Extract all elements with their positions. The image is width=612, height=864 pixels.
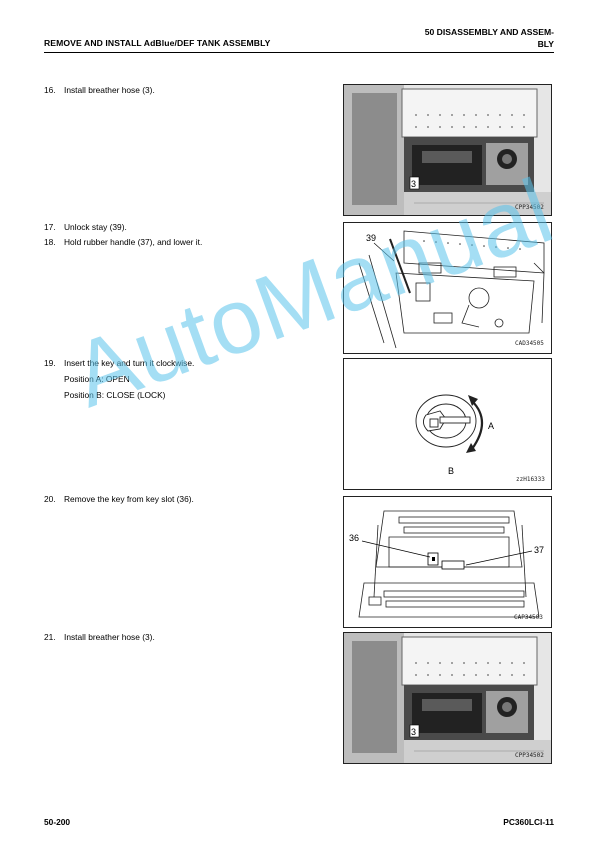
figure-breather-hose-1: 3 CPP34502 xyxy=(343,84,552,216)
figure-stay-handle-art: 39 CAD34505 xyxy=(344,223,551,353)
step-number: 21. xyxy=(44,632,56,642)
header-rule xyxy=(44,52,554,53)
figure-code: CAD34505 xyxy=(515,340,544,347)
figure-code: zzH16333 xyxy=(516,476,545,483)
figure-key-slot: 36 37 CAP34503 xyxy=(343,496,552,628)
step-number: 19. xyxy=(44,358,56,368)
step-19: 19. Insert the key and turn it clockwise. xyxy=(44,356,194,371)
callout-36: 36 xyxy=(349,533,359,543)
step-18: 18. Hold rubber handle (37), and lower it… xyxy=(44,235,202,250)
step-text: Remove the key from key slot (36). xyxy=(64,494,194,504)
figure-breather-hose-2-art: 3 CPP34502 xyxy=(344,633,551,763)
model-number: PC360LCI-11 xyxy=(503,817,554,827)
figure-code: CPP34502 xyxy=(515,204,544,211)
figure-code: CPP34502 xyxy=(515,752,544,759)
step-number: 20. xyxy=(44,494,56,504)
figure-key-turn-art: A B zzH16333 xyxy=(344,359,551,489)
step-number: 18. xyxy=(44,237,56,247)
callout-39: 39 xyxy=(366,233,376,243)
page-number: 50-200 xyxy=(44,817,71,827)
position-a: Position A: OPEN xyxy=(64,374,130,384)
figure-stay-handle: 39 CAD34505 xyxy=(343,222,552,354)
chapter-title: 50 DISASSEMBLY AND ASSEM- BLY xyxy=(425,27,554,50)
figure-breather-hose-1-art: 3 CPP34502 xyxy=(344,85,551,215)
chapter-title-line2: BLY xyxy=(537,38,554,49)
callout-3: 3 xyxy=(411,179,416,189)
step-text: Install breather hose (3). xyxy=(64,632,155,642)
figure-breather-hose-2: 3 CPP34502 xyxy=(343,632,552,764)
position-a-label: A xyxy=(488,421,494,431)
step-text: Hold rubber handle (37), and lower it. xyxy=(64,237,203,247)
step-16: 16. Install breather hose (3). xyxy=(44,83,155,98)
step-20: 20. Remove the key from key slot (36). xyxy=(44,492,194,507)
step-21: 21. Install breather hose (3). xyxy=(44,630,155,645)
step-number: 16. xyxy=(44,85,56,95)
position-b: Position B: CLOSE (LOCK) xyxy=(64,390,166,400)
step-17: 17. Unlock stay (39). xyxy=(44,220,127,235)
step-text: Insert the key and turn it clockwise. xyxy=(64,358,195,368)
step-text: Install breather hose (3). xyxy=(64,85,155,95)
figure-key-slot-art: 36 37 CAP34503 xyxy=(344,497,551,627)
section-title: REMOVE AND INSTALL AdBlue/DEF TANK ASSEM… xyxy=(44,38,271,48)
position-b-label: B xyxy=(448,466,454,476)
step-number: 17. xyxy=(44,222,56,232)
callout-37: 37 xyxy=(534,545,544,555)
step-text: Unlock stay (39). xyxy=(64,222,127,232)
figure-code: CAP34503 xyxy=(514,614,543,621)
callout-3: 3 xyxy=(411,727,416,737)
chapter-title-line1: 50 DISASSEMBLY AND ASSEM- xyxy=(424,27,554,37)
figure-key-turn: A B zzH16333 xyxy=(343,358,552,490)
